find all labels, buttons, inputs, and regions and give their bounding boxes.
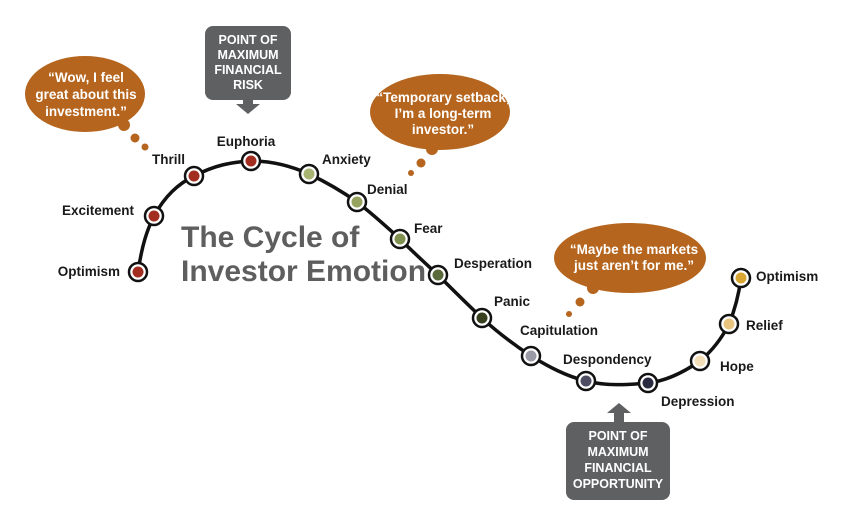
bubble-wow-line-2: great about this (35, 87, 136, 102)
stage-label: Euphoria (217, 134, 276, 149)
stage-label: Hope (720, 359, 754, 374)
risk-callout-line-3: FINANCIAL (214, 63, 282, 77)
stage-node-dot (394, 233, 406, 245)
stage-label: Relief (746, 318, 783, 333)
thought-bubble-wow: “Wow, I feel great about this investment… (25, 56, 149, 151)
opportunity-arrow-stem (614, 412, 624, 424)
risk-callout-box (205, 26, 291, 100)
stage-nodes: Optimism Excitement Thrill EuphoriaAnxietyD… (58, 134, 819, 409)
opportunity-callout-box (566, 422, 670, 500)
opportunity-callout-line-4: OPPORTUNITY (573, 477, 664, 491)
stage-thrill: Thrill (152, 152, 205, 187)
bubble-wow-line-1: “Wow, I feel (48, 70, 124, 85)
diagram-title: The Cycle of Investor Emotion (181, 221, 426, 288)
stage-label: Optimism (756, 269, 818, 284)
thought-bubble-maybe: “Maybe the markets just aren’t for me.” (554, 223, 706, 317)
stage-label: Desperation (454, 256, 532, 271)
risk-callout-line-1: POINT OF (218, 33, 277, 47)
stage-label: Despondency (563, 352, 652, 367)
stage-node-dot (525, 350, 537, 362)
stage-label: Optimism (58, 264, 120, 279)
bubble-temporary-line-3: investor.” (412, 122, 474, 137)
stage-fear: Fear (389, 221, 443, 250)
stage-label: Capitulation (520, 323, 598, 338)
stage-node-dot (642, 377, 654, 389)
stage-node-dot (148, 210, 160, 222)
down-arrow-icon (236, 104, 260, 114)
bubble-tail (587, 282, 599, 294)
bubble-body (370, 74, 510, 150)
opportunity-callout-line-3: FINANCIAL (584, 461, 652, 475)
risk-arrow-stem (243, 100, 253, 105)
bubble-temporary-line-1: “Temporary setback, (376, 90, 509, 105)
opportunity-callout-line-1: POINT OF (588, 429, 647, 443)
title-line-1: The Cycle of (181, 221, 360, 254)
bubble-maybe-line-1: “Maybe the markets (570, 242, 698, 257)
bubble-dot (416, 158, 426, 168)
bubble-tail (118, 119, 130, 131)
stage-label: Thrill (152, 152, 185, 167)
stage-relief: Relief (718, 313, 783, 335)
bubble-dot (130, 133, 140, 143)
bubble-tail (426, 143, 438, 155)
bubble-maybe-line-2: just aren’t for me.” (573, 258, 694, 273)
stage-capitulation: Capitulation (520, 323, 598, 367)
stage-label: Anxiety (322, 152, 371, 167)
stage-excitement: Excitement (62, 203, 165, 227)
stage-node-dot (245, 155, 257, 167)
bubble-dot (566, 311, 572, 317)
thought-bubble-temporary: “Temporary setback, I’m a long-term inve… (370, 74, 510, 176)
stage-node-dot (580, 375, 592, 387)
stage-despondency: Despondency (563, 352, 652, 392)
stage-optimism-start: Optimism (58, 261, 149, 283)
bubble-body (25, 56, 145, 132)
stage-node-dot (132, 266, 144, 278)
stage-depression: Depression (637, 372, 735, 409)
stage-hope: Hope (689, 350, 754, 374)
bubble-dot (141, 143, 149, 151)
opportunity-callout: POINT OF MAXIMUM FINANCIAL OPPORTUNITY (566, 403, 670, 500)
stage-label: Panic (494, 294, 531, 309)
risk-callout-line-4: RISK (233, 78, 263, 92)
stage-node-dot (694, 355, 706, 367)
stage-desperation: Desperation (427, 256, 532, 286)
title-line-2: Investor Emotion (181, 255, 426, 288)
stage-node-dot (432, 269, 444, 281)
stage-node-dot (723, 318, 735, 330)
bubble-wow-line-3: investment.” (45, 104, 127, 119)
stage-label: Depression (661, 394, 735, 409)
stage-node-dot (303, 168, 315, 180)
stage-anxiety: Anxiety (298, 152, 371, 185)
stage-node-dot (735, 272, 747, 284)
bubble-dot (408, 170, 414, 176)
stage-node-dot (476, 312, 488, 324)
stage-panic: Panic (471, 294, 531, 329)
bubble-dot (575, 297, 585, 307)
stage-label: Fear (414, 221, 443, 236)
bubble-temporary-line-2: I’m a long-term (395, 106, 492, 121)
risk-callout: POINT OF MAXIMUM FINANCIAL RISK (205, 26, 291, 114)
risk-callout-line-2: MAXIMUM (217, 48, 278, 62)
up-arrow-icon (607, 403, 631, 413)
stage-label: Excitement (62, 203, 135, 218)
stage-node-dot (188, 170, 200, 182)
stage-node-dot (351, 196, 363, 208)
stage-denial: Denial (346, 182, 408, 213)
stage-label: Denial (367, 182, 408, 197)
opportunity-callout-line-2: MAXIMUM (587, 445, 648, 459)
stage-euphoria: Euphoria (217, 134, 276, 172)
stage-optimism-end: Optimism (730, 267, 818, 289)
bubble-body (554, 223, 706, 293)
